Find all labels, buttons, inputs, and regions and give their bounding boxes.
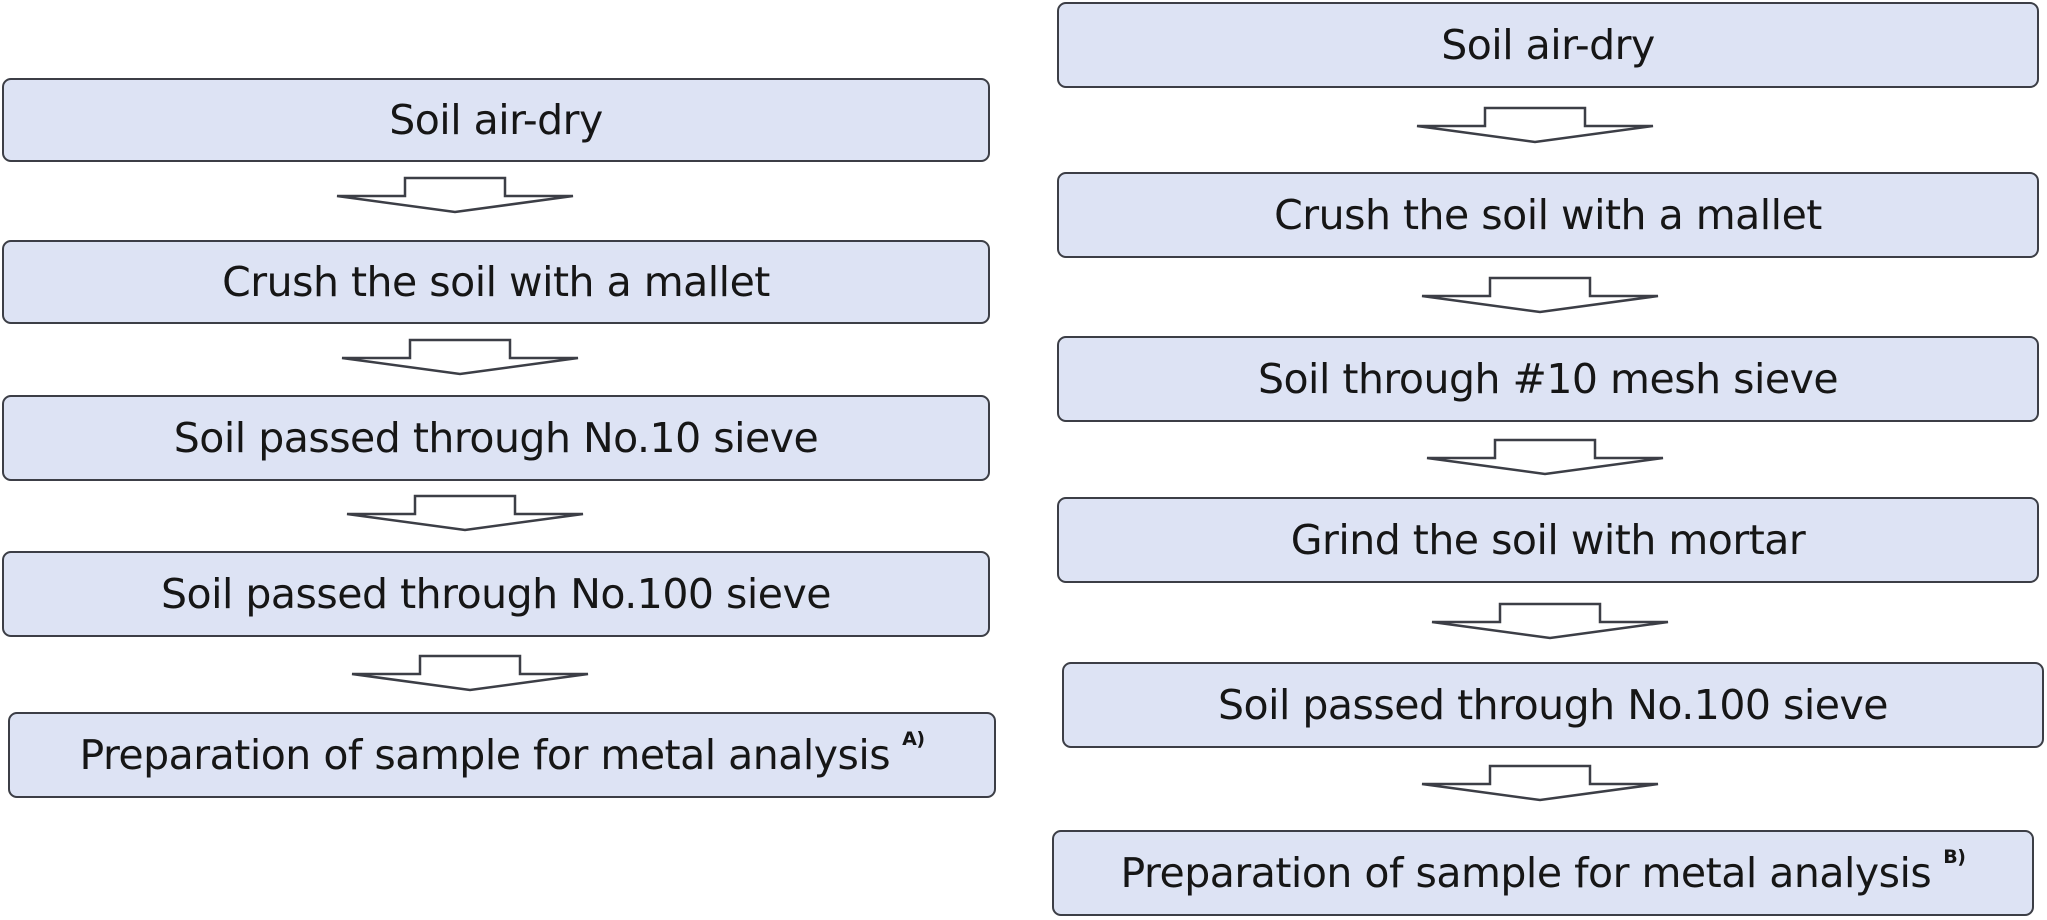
left-step-2-box: Crush the soil with a mallet <box>2 240 990 324</box>
right-footnote-marker: B) <box>1943 846 1966 868</box>
down-arrow-icon <box>340 338 580 376</box>
left-step-3-label: Soil passed through No.10 sieve <box>173 414 819 462</box>
down-arrow-icon <box>1420 764 1660 802</box>
down-arrow-icon <box>1420 276 1660 314</box>
right-step-2-box: Crush the soil with a mallet <box>1057 172 2039 258</box>
right-step-6-label: Preparation of sample for metal analysis <box>1120 849 1932 897</box>
left-step-5-box: Preparation of sample for metal analysis… <box>8 712 996 798</box>
right-step-3-box: Soil through #10 mesh sieve <box>1057 336 2039 422</box>
down-arrow-icon <box>1425 438 1665 476</box>
right-step-3-label: Soil through #10 mesh sieve <box>1257 355 1839 403</box>
right-step-4-label: Grind the soil with mortar <box>1290 516 1806 564</box>
right-step-2-label: Crush the soil with a mallet <box>1274 191 1822 239</box>
left-step-1-box: Soil air-dry <box>2 78 990 162</box>
down-arrow-icon <box>1415 106 1655 144</box>
right-step-5-box: Soil passed through No.100 sieve <box>1062 662 2044 748</box>
left-step-1-label: Soil air-dry <box>389 96 603 144</box>
down-arrow-icon <box>335 176 575 214</box>
down-arrow-icon <box>1430 602 1670 640</box>
down-arrow-icon <box>345 494 585 532</box>
left-step-5-label: Preparation of sample for metal analysis <box>79 731 891 779</box>
right-step-4-box: Grind the soil with mortar <box>1057 497 2039 583</box>
left-footnote-marker: A) <box>902 728 925 750</box>
right-step-1-box: Soil air-dry <box>1057 2 2039 88</box>
right-step-6-box: Preparation of sample for metal analysis… <box>1052 830 2034 916</box>
down-arrow-icon <box>350 654 590 692</box>
left-step-4-box: Soil passed through No.100 sieve <box>2 551 990 637</box>
left-step-2-label: Crush the soil with a mallet <box>222 258 770 306</box>
left-step-3-box: Soil passed through No.10 sieve <box>2 395 990 481</box>
right-step-5-label: Soil passed through No.100 sieve <box>1217 681 1889 729</box>
right-step-1-label: Soil air-dry <box>1441 21 1655 69</box>
left-step-4-label: Soil passed through No.100 sieve <box>160 570 832 618</box>
